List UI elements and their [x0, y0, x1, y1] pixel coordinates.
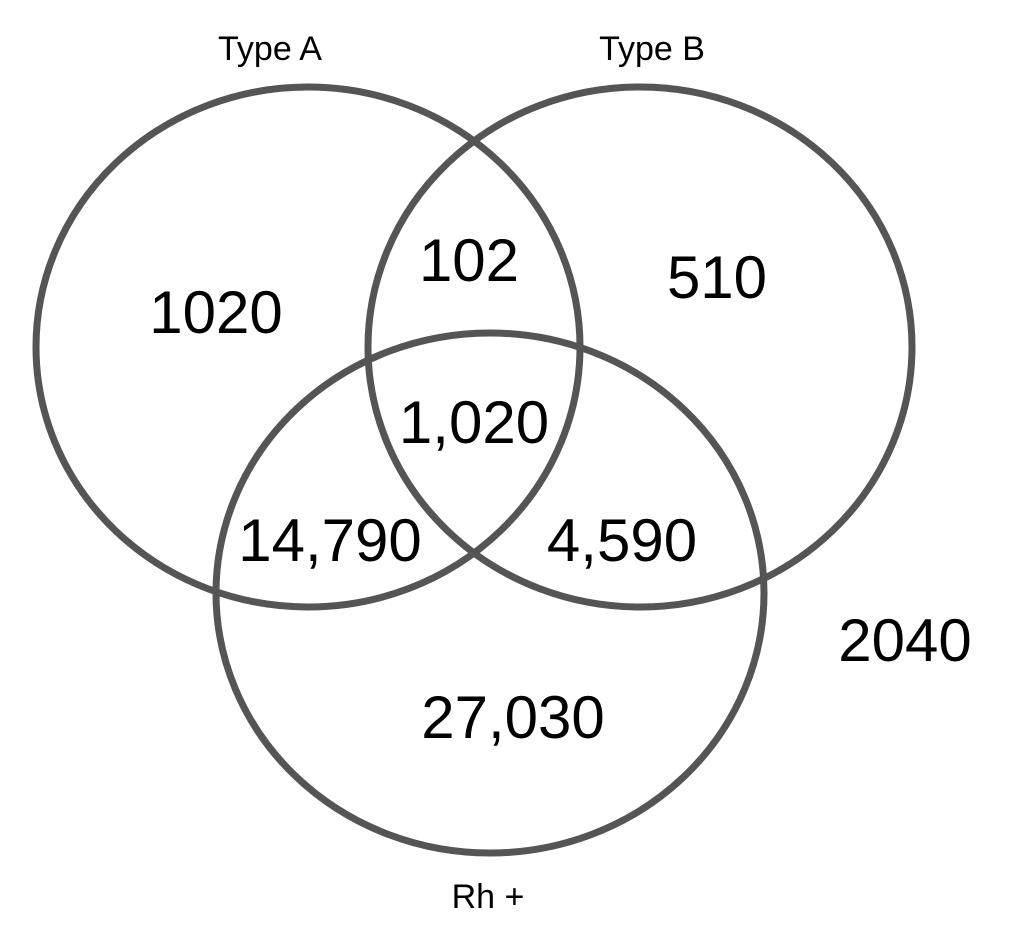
rh-only-count: 27,030: [421, 684, 605, 751]
type-a-b-only-count: 102: [419, 227, 519, 294]
type-a-b-rh-count: 1,020: [399, 389, 549, 456]
type-b-rh-only-count: 4,590: [547, 507, 697, 574]
type-a-label: Type A: [218, 30, 322, 68]
type-a-rh-only-count: 14,790: [238, 507, 422, 574]
type-b-only-count: 510: [667, 244, 767, 311]
type-b-label: Type B: [599, 30, 705, 68]
rh-positive-circle: [212, 329, 768, 857]
rh-positive-label: Rh +: [452, 878, 525, 916]
outside-count: 2040: [838, 607, 971, 674]
type-b-circle: [364, 83, 916, 611]
type-a-only-count: 1020: [149, 279, 282, 346]
